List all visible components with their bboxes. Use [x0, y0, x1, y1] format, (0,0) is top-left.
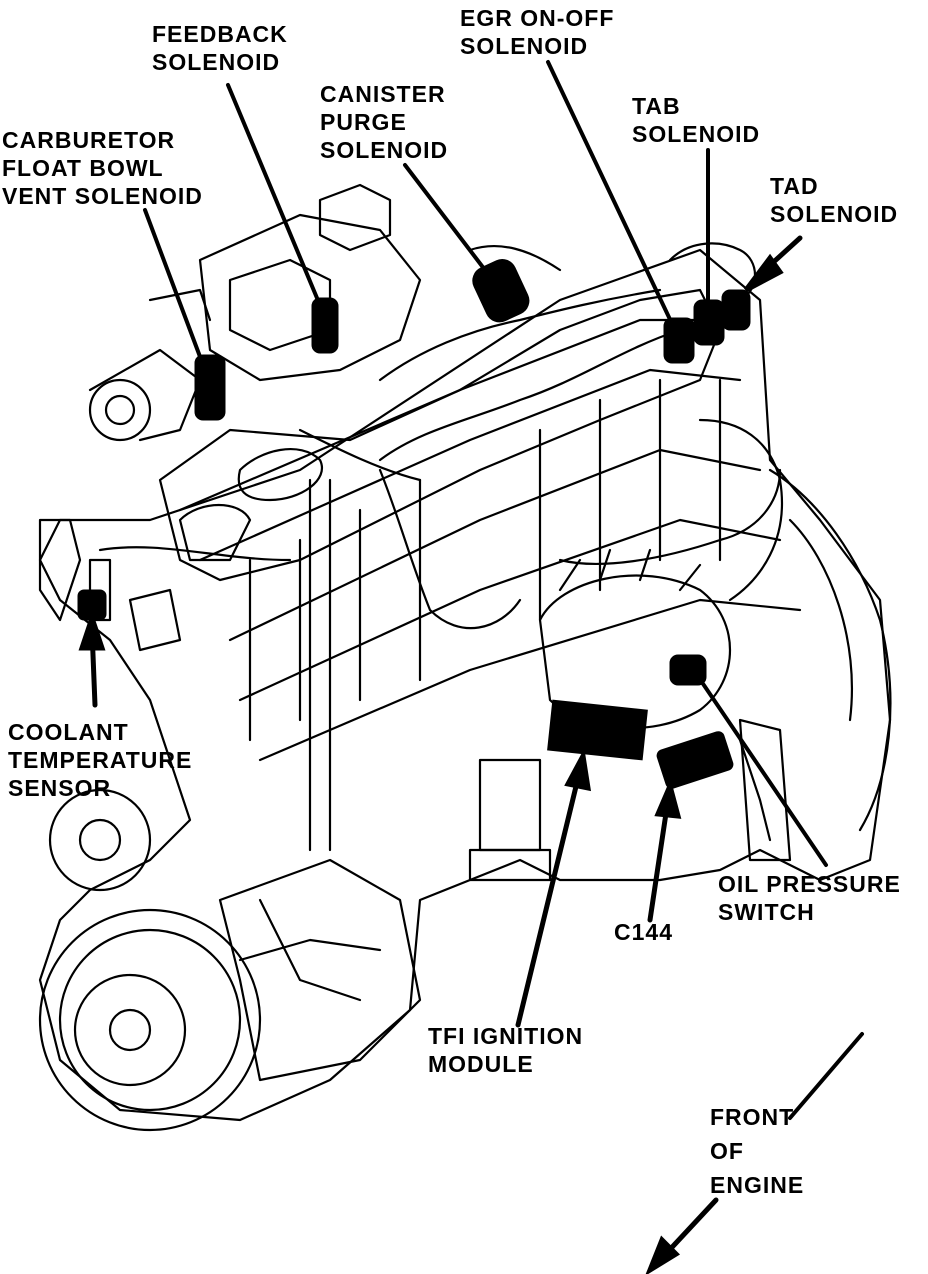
leader-egr	[546, 60, 677, 332]
leader-oil	[693, 670, 828, 867]
leader-front-top	[788, 1032, 864, 1120]
wiring-harness	[98, 242, 784, 852]
c144-body	[656, 731, 734, 789]
valve-cover	[158, 288, 722, 582]
egr-solenoid-body	[663, 317, 695, 364]
canister-purge-solenoid-body	[472, 259, 530, 323]
arrow-tfi-shaft	[515, 767, 583, 1028]
pulleys	[38, 788, 422, 1132]
leader-carburetor	[143, 208, 207, 372]
tab-solenoid-body	[693, 299, 725, 346]
arrow-tfi-head	[564, 748, 592, 792]
thermostat-housing	[38, 518, 182, 652]
arrow-front-head	[645, 1235, 681, 1274]
tfi-module-body	[547, 699, 648, 761]
tad-solenoid-body	[721, 289, 751, 331]
arrow-c144-head	[654, 778, 682, 819]
carburetor	[88, 183, 422, 442]
engine-block	[38, 248, 892, 1122]
feedback-solenoid-body	[311, 297, 339, 354]
leader-feedback	[226, 83, 324, 312]
arrow-coolant-head	[78, 610, 106, 651]
arrow-tad-head	[744, 253, 784, 293]
leader-canister	[403, 163, 487, 272]
bellhousing	[738, 468, 892, 842]
carburetor-vent-solenoid-body	[194, 354, 226, 421]
c144-label: C144	[614, 919, 673, 945]
arrow-c144-shaft	[647, 797, 671, 923]
